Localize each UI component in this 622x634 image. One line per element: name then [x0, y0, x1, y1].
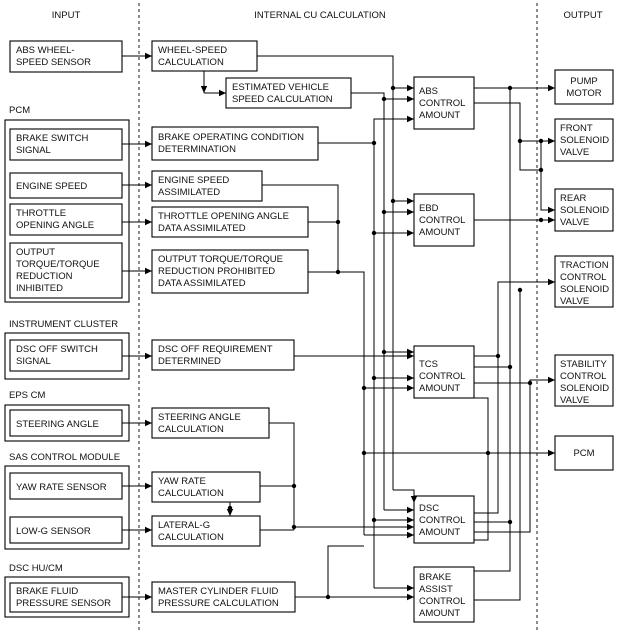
svg-text:ABS WHEEL-SPEED SENSOR: ABS WHEEL-SPEED SENSOR — [16, 45, 91, 68]
header-internal: INTERNAL CU CALCULATION — [254, 10, 386, 21]
connectors-calc-to-control — [257, 55, 418, 601]
group-label-instrument-cluster: INSTRUMENT CLUSTER — [9, 319, 118, 330]
input-low-g-sensor: LOW-G SENSOR — [9, 516, 123, 544]
junction-dots — [227, 85, 544, 600]
input-steering-angle: STEERING ANGLE — [9, 409, 123, 437]
svg-text:YAW RATE SENSOR: YAW RATE SENSOR — [16, 482, 107, 493]
input-yaw-rate-sensor: YAW RATE SENSOR — [9, 472, 123, 500]
connectors-input-to-calc — [122, 52, 234, 601]
group-label-dsc-hu-cm: DSC HU/CM — [9, 563, 63, 574]
svg-text:LOW-G SENSOR: LOW-G SENSOR — [16, 526, 91, 537]
header-output: OUTPUT — [563, 10, 602, 21]
group-label-eps-cm: EPS CM — [9, 390, 46, 401]
header-input: INPUT — [52, 10, 81, 21]
group-frame-sas-control-module — [4, 465, 130, 550]
group-frame-pcm — [4, 119, 130, 303]
svg-text:ENGINE SPEED: ENGINE SPEED — [16, 181, 87, 192]
input-abs-wheel-speed-sensor: ABS WHEEL-SPEED SENSOR — [9, 40, 123, 73]
group-label-pcm: PCM — [9, 105, 30, 116]
group-label-sas-control-module: SAS CONTROL MODULE — [9, 452, 120, 463]
svg-text:STEERING ANGLE: STEERING ANGLE — [16, 419, 99, 430]
svg-text:PCM: PCM — [573, 448, 594, 459]
output-pcm: PCM — [554, 435, 614, 471]
input-engine-speed: ENGINE SPEED — [9, 172, 123, 199]
